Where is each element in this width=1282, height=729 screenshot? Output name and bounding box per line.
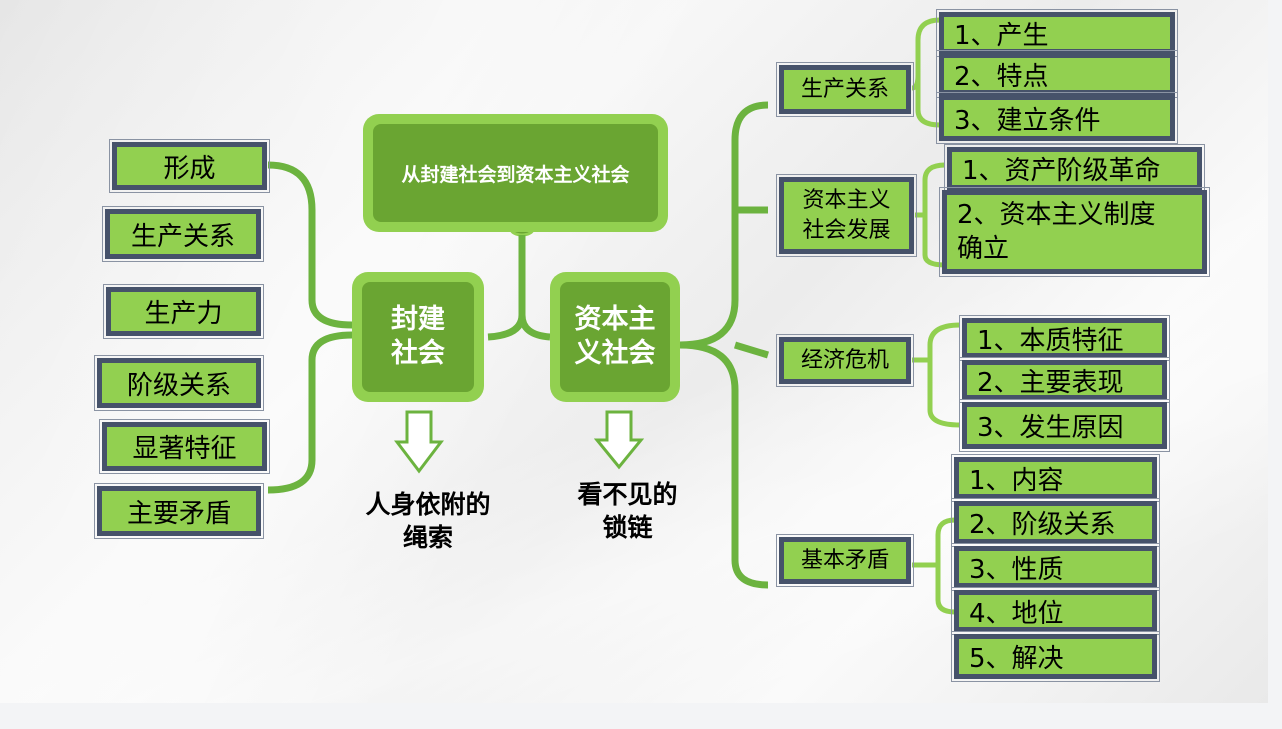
feudal-item-main-contradiction[interactable]: 主要矛盾 — [94, 483, 264, 539]
capitalist-caption: 看不见的锁链 — [577, 480, 678, 542]
list-item[interactable]: 4、地位 — [951, 587, 1160, 635]
list-item[interactable]: 3、发生原因 — [959, 399, 1170, 452]
feudal-item-relations-of-production[interactable]: 生产关系 — [102, 206, 264, 262]
feudal-item-productivity[interactable]: 生产力 — [103, 284, 264, 339]
list-item[interactable]: 2、阶级关系 — [951, 498, 1160, 547]
list-item[interactable]: 3、性质 — [951, 543, 1160, 591]
feudal-item-formation[interactable]: 形成 — [109, 139, 270, 193]
title-text: 从封建社会到资本主义社会 — [373, 124, 658, 222]
down-arrow-icon — [394, 410, 444, 474]
list-item[interactable]: 2、资本主义制度确立 — [939, 187, 1210, 277]
list-item[interactable]: 2、特点 — [936, 50, 1178, 98]
slide-background: 形成 生产关系 生产力 阶级关系 显著特征 主要矛盾 从封建社会到资本主义社会 … — [0, 0, 1268, 703]
down-arrow-icon — [594, 410, 644, 470]
capitalist-line1: 资本主 — [574, 304, 656, 335]
list-item[interactable]: 3、建立条件 — [936, 92, 1178, 144]
branch-basic-contradiction[interactable]: 基本矛盾 — [776, 534, 914, 587]
title-node[interactable]: 从封建社会到资本主义社会 — [363, 114, 668, 232]
capitalist-society-node[interactable]: 资本主义社会 — [550, 272, 680, 402]
list-item[interactable]: 1、本质特征 — [959, 315, 1170, 361]
feudal-item-features[interactable]: 显著特征 — [99, 419, 270, 474]
connector-lines — [267, 17, 961, 615]
list-item[interactable]: 1、产生 — [936, 9, 1178, 57]
list-item[interactable]: 1、资产阶级革命 — [944, 144, 1205, 193]
list-item[interactable]: 2、主要表现 — [959, 357, 1170, 403]
capitalist-line2: 义社会 — [574, 338, 656, 369]
branch-relations-of-production[interactable]: 生产关系 — [776, 62, 914, 117]
feudal-society-node[interactable]: 封建社会 — [352, 272, 484, 402]
feudal-line1: 封建 — [391, 304, 445, 335]
feudal-line2: 社会 — [391, 338, 445, 369]
branch-capitalist-development[interactable]: 资本主义社会发展 — [776, 174, 917, 257]
feudal-caption: 人身依附的绳索 — [365, 490, 491, 552]
list-item[interactable]: 1、内容 — [951, 454, 1160, 502]
list-item[interactable]: 5、解决 — [951, 631, 1160, 682]
branch-economic-crisis[interactable]: 经济危机 — [776, 334, 914, 387]
feudal-item-class-relations[interactable]: 阶级关系 — [94, 355, 264, 411]
